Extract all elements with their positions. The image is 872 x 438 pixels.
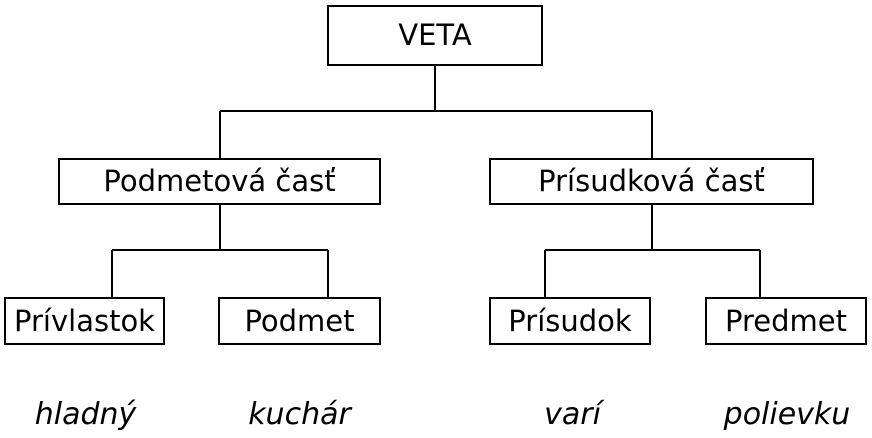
subject-part-node: Podmetová časť bbox=[58, 158, 381, 205]
subject-part-connector bbox=[111, 205, 329, 297]
example-word-hladny: hladný bbox=[34, 397, 137, 432]
subject-node: Podmet bbox=[218, 297, 381, 345]
object-node: Predmet bbox=[705, 297, 867, 345]
example-word-vari: varí bbox=[544, 397, 601, 432]
predicate-part-node: Prísudková časť bbox=[489, 158, 814, 205]
attribute-node: Prívlastok bbox=[4, 297, 165, 345]
predicate-node: Prísudok bbox=[489, 297, 651, 345]
example-word-polievku: polievku bbox=[723, 397, 851, 432]
predicate-part-connector bbox=[544, 205, 761, 297]
example-word-kuchar: kuchár bbox=[248, 397, 351, 432]
root-node-veta: VETA bbox=[327, 5, 543, 66]
root-connector bbox=[219, 66, 653, 158]
